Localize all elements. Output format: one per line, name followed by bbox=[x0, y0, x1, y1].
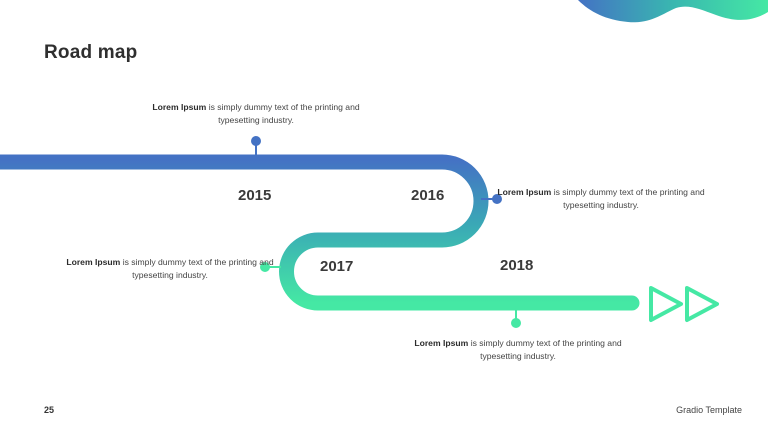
note-bold: Lorem Ipsum bbox=[152, 102, 207, 112]
note-text: is simply dummy text of the printing and… bbox=[551, 187, 705, 210]
milestone-note-2016: Lorem Ipsum is simply dummy text of the … bbox=[496, 186, 706, 212]
milestone-note-2018: Lorem Ipsum is simply dummy text of the … bbox=[413, 337, 623, 363]
milestone-marker-2017 bbox=[260, 262, 281, 272]
year-label-2016: 2016 bbox=[411, 187, 445, 204]
note-bold: Lorem Ipsum bbox=[66, 257, 121, 267]
note-bold: Lorem Ipsum bbox=[414, 338, 469, 348]
year-label-2018: 2018 bbox=[500, 257, 534, 274]
template-name: Gradio Template bbox=[676, 405, 742, 415]
milestone-marker-2016 bbox=[481, 194, 502, 204]
milestone-note-2017: Lorem Ipsum is simply dummy text of the … bbox=[65, 256, 275, 282]
milestone-note-2015: Lorem Ipsum is simply dummy text of the … bbox=[151, 101, 361, 127]
note-text: is simply dummy text of the printing and… bbox=[120, 257, 274, 280]
wave-decoration bbox=[578, 0, 768, 23]
fast-forward-icon bbox=[649, 286, 719, 322]
note-bold: Lorem Ipsum bbox=[497, 187, 552, 197]
year-label-2015: 2015 bbox=[238, 187, 272, 204]
road-path bbox=[0, 154, 640, 311]
page-title: Road map bbox=[44, 42, 138, 63]
page-number: 25 bbox=[44, 405, 55, 415]
note-text: is simply dummy text of the printing and… bbox=[206, 102, 360, 125]
milestone-marker-2015 bbox=[251, 136, 261, 156]
year-label-2017: 2017 bbox=[320, 258, 354, 275]
milestone-marker-2018 bbox=[511, 310, 521, 328]
note-text: is simply dummy text of the printing and… bbox=[468, 338, 622, 361]
